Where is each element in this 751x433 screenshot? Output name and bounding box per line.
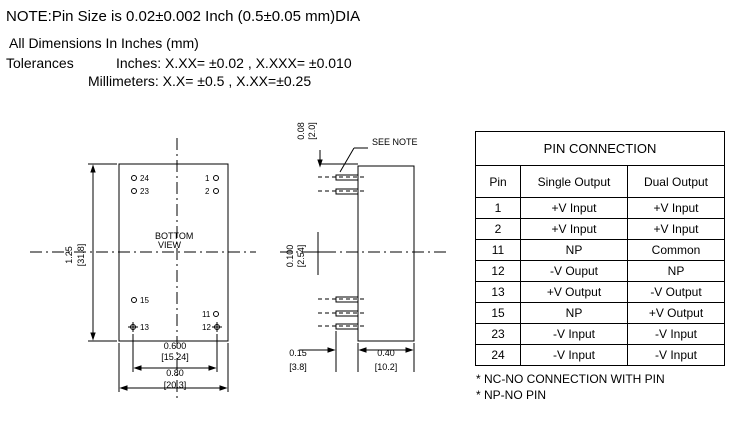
table-cell: 2: [475, 218, 521, 240]
pin-pitch-mm-label: [2.54]: [296, 245, 306, 268]
pin-12-label: 12: [202, 323, 211, 332]
height-mm-label: [31.8]: [76, 244, 86, 267]
pin-13-label: 13: [140, 323, 149, 332]
pin-pitch-in-label: 0.100: [285, 245, 295, 268]
pin-23-label: 23: [140, 187, 149, 196]
bottom-view: [30, 138, 256, 398]
table-cell: -V Output: [627, 281, 725, 303]
pin-11-label: 11: [202, 310, 211, 319]
width-mm-label: [20.3]: [164, 380, 187, 390]
table-cell: +V Input: [627, 197, 725, 219]
table-cell: NP: [520, 239, 628, 261]
table-cell: -V Input: [520, 323, 628, 345]
side-view-body: [357, 165, 415, 342]
footnote-nc: * NC-NO CONNECTION WITH PIN: [476, 372, 665, 386]
pin-2-label: 2: [205, 187, 210, 196]
pin-table-header-single: Single Output: [520, 165, 628, 198]
table-cell: 11: [475, 239, 521, 261]
pin-offset-mm-label: [2.0]: [307, 122, 317, 140]
pin-15-hole: [131, 297, 137, 303]
pin-connection-table: PIN CONNECTION Pin Single Output Dual Ou…: [475, 131, 725, 366]
pin-table-title: PIN CONNECTION: [475, 131, 725, 166]
pin-24-hole: [131, 175, 137, 181]
bottom-view-pins: [128, 175, 222, 332]
table-cell: 12: [475, 260, 521, 282]
table-row: 23-V Input-V Input: [475, 323, 725, 345]
pin-table-header-dual: Dual Output: [627, 165, 725, 198]
pin-11-hole: [213, 311, 219, 317]
footnote-np: * NP-NO PIN: [476, 388, 547, 402]
pin-1-hole: [213, 175, 219, 181]
height-in-label: 1.25: [64, 246, 74, 264]
pin-1-label: 1: [205, 174, 210, 183]
width-in-label: 0.80: [166, 368, 184, 378]
pin-table-header-pin: Pin: [475, 165, 521, 198]
table-cell: +V Input: [520, 218, 628, 240]
pin-length-in-label: 0.15: [289, 348, 307, 358]
units-note: All Dimensions In Inches (mm): [9, 35, 199, 51]
table-cell: 1: [475, 197, 521, 219]
table-cell: -V Input: [627, 323, 725, 345]
pin-span-in-label: 0.600: [164, 341, 187, 351]
table-row: 1+V Input+V Input: [475, 197, 725, 219]
pin-15-label: 15: [140, 296, 149, 305]
table-cell: 15: [475, 302, 521, 324]
pin-24-label: 24: [140, 174, 149, 183]
table-cell: 13: [475, 281, 521, 303]
table-cell: -V Input: [627, 344, 725, 366]
table-cell: Common: [627, 239, 725, 261]
table-row: 24-V Input-V Input: [475, 344, 725, 366]
side-view: [280, 147, 450, 372]
pin-offset-in-label: 0.08: [296, 122, 306, 140]
tolerances-label: Tolerances: [6, 55, 74, 71]
pin-2-hole: [213, 188, 219, 194]
table-cell: NP: [627, 260, 725, 282]
tolerances-mm: Millimeters: X.X= ±0.5 , X.XX=±0.25: [88, 73, 312, 89]
table-cell: 23: [475, 323, 521, 345]
table-cell: +V Input: [520, 197, 628, 219]
pin-span-mm-label: [15.24]: [161, 352, 189, 362]
table-row: 13+V Output-V Output: [475, 281, 725, 303]
pin-length-mm-label: [3.8]: [289, 362, 307, 372]
table-cell: -V Input: [520, 344, 628, 366]
table-cell: +V Output: [627, 302, 725, 324]
table-cell: +V Input: [627, 218, 725, 240]
table-cell: -V Ouput: [520, 260, 628, 282]
depth-mm-label: [10.2]: [375, 362, 398, 372]
tolerances-inches: Inches: X.XX= ±0.02 , X.XXX= ±0.010: [116, 55, 352, 71]
depth-in-label: 0.40: [377, 348, 395, 358]
table-cell: +V Output: [520, 281, 628, 303]
bottom-view-title-line2: VIEW: [158, 240, 182, 250]
table-cell: 24: [475, 344, 521, 366]
table-cell: NP: [520, 302, 628, 324]
pin-23-hole: [131, 188, 137, 194]
bottom-view-title-line1: BOTTOM: [155, 231, 193, 241]
pin-size-note: NOTE:Pin Size is 0.02±0.002 Inch (0.5±0.…: [6, 8, 361, 25]
table-row: 2+V Input+V Input: [475, 218, 725, 240]
see-note-label: SEE NOTE: [372, 137, 418, 147]
